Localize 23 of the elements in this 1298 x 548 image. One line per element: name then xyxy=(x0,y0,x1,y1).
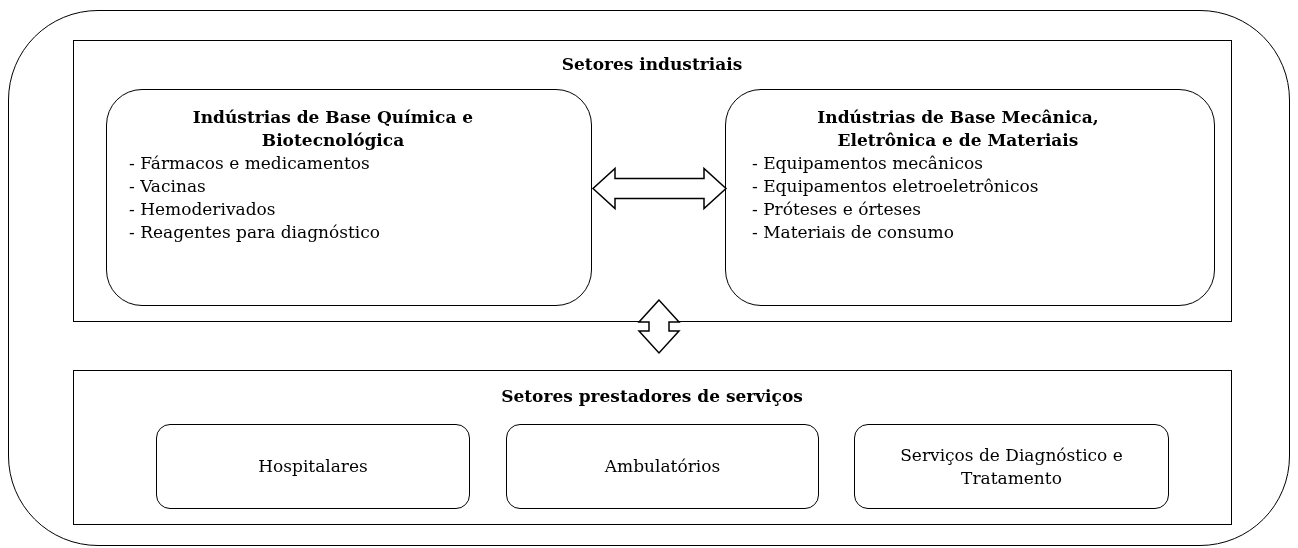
heading: Setores prestadores de serviços xyxy=(500,384,804,408)
list-item: - Fármacos e medicamentos xyxy=(129,152,371,175)
list-item: - Equipamentos eletroeletrônicos xyxy=(752,175,1040,198)
list-item: - Hemoderivados xyxy=(129,198,277,221)
box-label: Ambulatórios xyxy=(603,455,722,478)
list-item: - Próteses e órteses xyxy=(752,198,922,221)
list-item: - Reagentes para diagnóstico xyxy=(129,221,381,244)
list-item: - Equipamentos mecânicos xyxy=(752,152,984,175)
list-item: - Vacinas xyxy=(129,175,207,198)
heading: Setores industriais xyxy=(560,52,744,76)
rounded-box xyxy=(156,424,470,509)
rounded-box xyxy=(725,89,1215,306)
rounded-box xyxy=(854,424,1169,509)
box-label: Hospitalares xyxy=(257,455,369,478)
heading: Indústrias de Base Química e Biotecnológica xyxy=(191,106,475,152)
double-block-arrow xyxy=(591,166,728,211)
heading: Indústrias de Base Mecânica, Eletrônica e de Materiais xyxy=(816,106,1100,152)
group-panel xyxy=(72,369,1232,525)
rounded-box xyxy=(106,89,592,306)
box-label: Serviços de Diagnóstico e Tratamento xyxy=(899,443,1124,490)
rounded-box xyxy=(506,424,819,509)
double-block-arrow xyxy=(637,298,681,355)
list-item: - Materiais de consumo xyxy=(752,221,955,244)
